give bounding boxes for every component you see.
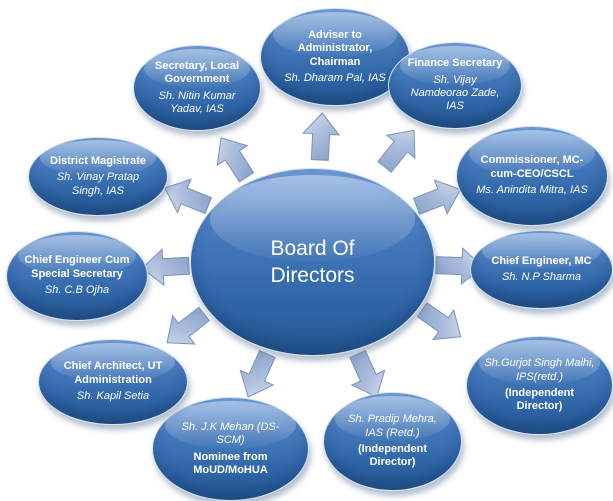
center-node-board-of-directors: Board Of Directors (190, 168, 435, 356)
node-chief-engineer-mc: Chief Engineer, MC Sh. N.P Sharma (470, 230, 613, 309)
node-title: District Magistrate (50, 154, 146, 167)
block-arrow-icon-jk-mehan (231, 346, 285, 405)
node-chief-engineer-special-secy: Chief Engineer Cum Special Secretary Sh.… (6, 231, 148, 321)
node-title: Nominee from MoUD/MoHUA (193, 450, 268, 476)
node-title: (Independent Director) (357, 443, 428, 469)
node-pradip-mehra: Sh. Pradip Mehra, IAS (Retd.) (Independe… (323, 392, 462, 491)
node-commissioner-mc-cum-ceo-cscl: Commissioner, MC-cum-CEO/CSCL Ms. Anindi… (456, 126, 608, 226)
node-adviser-chairman: Adviser to Administrator, Chairman Sh. D… (260, 8, 410, 106)
node-jk-mehan: Sh. J.K Mehan (DS-SCM) Nominee from MoUD… (152, 397, 309, 501)
node-chief-architect-ut: Chief Architect, UT Administration Sh. K… (38, 339, 188, 425)
node-person: Sh. Vinay Pratap Singh, IAS (56, 171, 140, 197)
block-arrow-icon-finance-secretary (370, 118, 429, 179)
node-title: Chief Engineer Cum Special Secretary (24, 254, 130, 280)
node-secretary-local-government: Secretary, Local Government Sh. Nitin Ku… (133, 45, 261, 131)
block-arrow-icon-adviser-chairman (301, 111, 341, 162)
node-person: Sh. Kapil Setia (76, 390, 150, 403)
node-title: Commissioner, MC-cum-CEO/CSCL (480, 154, 584, 180)
node-person: Ms. Anindita Mitra, IAS (476, 184, 588, 197)
node-title: Adviser to Administrator, Chairman (297, 28, 373, 68)
node-person: Sh. Vijay Namdeorao Zade, IAS (410, 73, 500, 113)
node-title: (Independent Director) (504, 387, 575, 413)
node-person: Sh. Nitin Kumar Yadav, IAS (158, 89, 236, 115)
node-person: Sh. C.B Ojha (44, 284, 110, 297)
node-person: Sh.Gurjot Singh Malhi, IPS(retd.) (484, 357, 595, 383)
center-node-label: Board Of Directors (270, 236, 355, 287)
node-gurjot-singh-malhi: Sh.Gurjot Singh Malhi, IPS(retd.) (Indep… (466, 336, 613, 435)
node-title: Chief Engineer, MC (491, 254, 592, 267)
block-arrow-icon-secretary-local-gov (205, 127, 263, 188)
node-finance-secretary: Finance Secretary Sh. Vijay Namdeorao Za… (388, 42, 522, 129)
node-title: Chief Architect, UT Administration (63, 360, 163, 386)
node-district-magistrate: District Magistrate Sh. Vinay Pratap Sin… (28, 137, 168, 216)
node-person: Sh. Pradip Mehra, IAS (Retd.) (348, 413, 437, 439)
node-title: Secretary, Local Government (154, 59, 240, 86)
node-title: Finance Secretary (407, 57, 503, 70)
node-person: Sh. J.K Mehan (DS-SCM) (181, 420, 280, 447)
node-person: Sh. Dharam Pal, IAS (284, 71, 386, 84)
block-arrow-icon-chief-engineer-special (140, 247, 191, 287)
node-person: Sh. N.P Sharma (501, 271, 582, 283)
